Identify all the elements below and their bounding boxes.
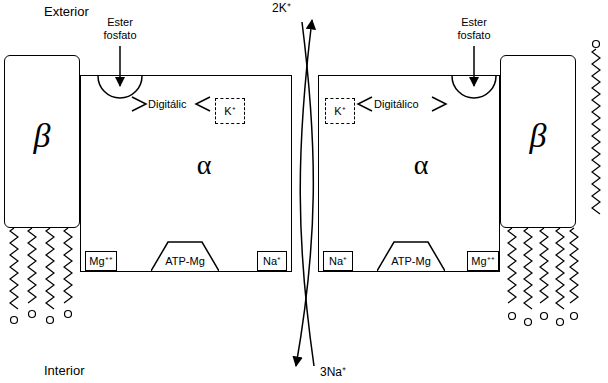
- subunit-symbol: β: [34, 116, 51, 155]
- site-label: K⁺: [224, 105, 235, 118]
- atp-site-outline: [377, 242, 445, 271]
- sugar-chain: [570, 228, 578, 303]
- sugar-chain: [508, 228, 516, 303]
- site-label: ATP-Mg: [165, 255, 205, 268]
- beta-subunit: β: [4, 55, 80, 228]
- part-label: Digitálic: [148, 98, 187, 111]
- sugar-chain: [540, 228, 548, 303]
- sugar-end: [525, 319, 532, 326]
- sugar-end: [557, 319, 564, 326]
- site-label: Na⁺: [263, 255, 281, 268]
- site-label: K⁺: [334, 105, 345, 118]
- sugar-end: [509, 313, 516, 320]
- sugar-end: [47, 317, 54, 324]
- site-label: ATP-Mg: [391, 255, 431, 268]
- sugar-chain: [10, 228, 18, 309]
- side-label: Exterior: [44, 5, 89, 20]
- sugar-chain: [28, 228, 36, 303]
- atp-site: ATP-Mg: [377, 241, 445, 271]
- part-label: Ester fosfato: [95, 16, 145, 41]
- sugar-end: [29, 311, 36, 318]
- sugar-end: [571, 313, 578, 320]
- receptor-notch: [196, 97, 210, 111]
- magnesium-site: Mg⁺⁺: [85, 251, 117, 271]
- ion-label: 3Na⁺: [320, 366, 346, 380]
- potassium-site: K⁺: [215, 98, 245, 124]
- potassium-flow-arrow: [296, 22, 313, 366]
- sugar-chain: [64, 228, 72, 303]
- site-label: Mg⁺⁺: [89, 255, 112, 268]
- potassium-site: K⁺: [325, 98, 355, 124]
- sugar-end: [65, 311, 72, 318]
- part-label: Digitálico: [374, 98, 419, 111]
- part-label: Ester fosfato: [449, 16, 499, 41]
- site-label: Na⁺: [329, 255, 347, 268]
- sodium-site: Na⁺: [257, 251, 287, 271]
- side-label: Interior: [44, 364, 84, 379]
- subunit-symbol: α: [414, 149, 429, 181]
- sugar-end: [11, 317, 18, 324]
- sugar-end: [541, 313, 548, 320]
- sodium-site: Na⁺: [323, 251, 353, 271]
- beta-subunit: β: [500, 55, 576, 228]
- sugar-end: [593, 41, 600, 48]
- ion-label: 2K⁺: [272, 2, 291, 16]
- atp-site: ATP-Mg: [151, 241, 219, 271]
- sugar-chain: [556, 228, 564, 309]
- pointer-arrow: [119, 46, 121, 86]
- sodium-flow-arrow: [300, 20, 314, 366]
- subunit-symbol: α: [197, 149, 212, 181]
- receptor-notch: [132, 97, 146, 111]
- site-label: Mg⁺⁺: [471, 255, 494, 268]
- atp-site-outline: [151, 242, 219, 271]
- subunit-symbol: β: [530, 116, 547, 155]
- receptor-notch: [358, 97, 372, 111]
- sugar-chain: [592, 49, 600, 214]
- receptor-notch: [432, 97, 446, 111]
- sugar-chain: [524, 228, 532, 309]
- pointer-arrow: [473, 46, 475, 86]
- magnesium-site: Mg⁺⁺: [467, 251, 499, 271]
- sugar-chain: [46, 228, 54, 309]
